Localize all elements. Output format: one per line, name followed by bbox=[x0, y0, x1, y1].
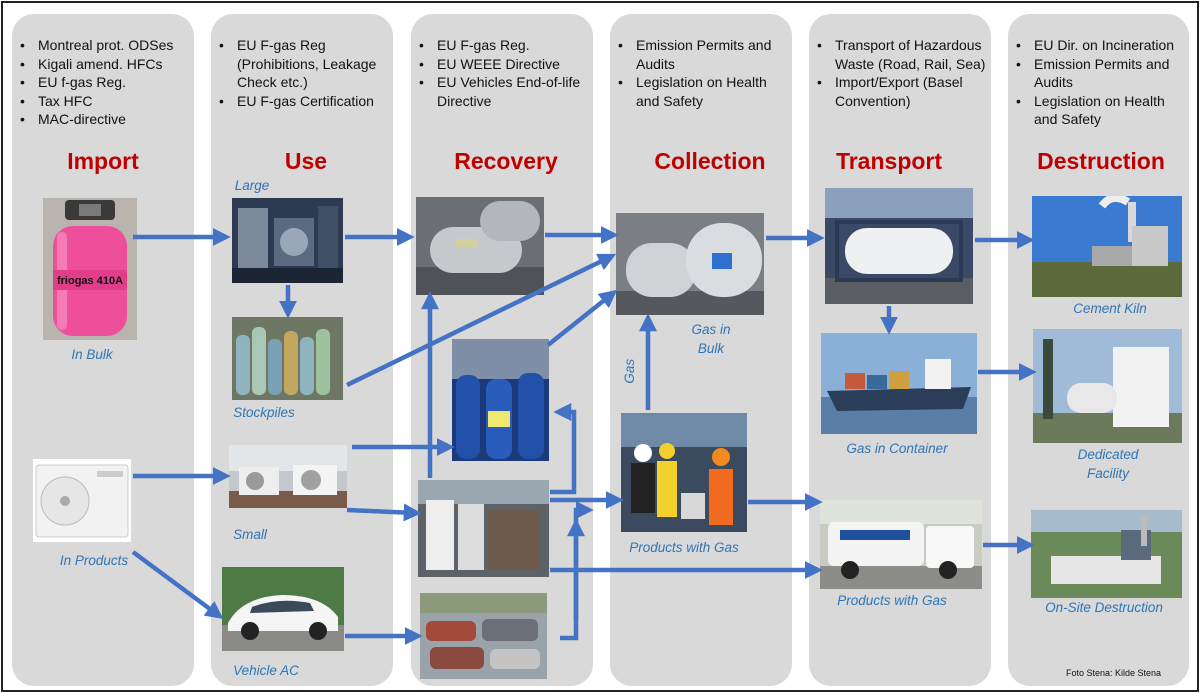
bullet: Legislation on Health and Safety bbox=[1008, 92, 1189, 129]
photo-large-plant bbox=[232, 198, 343, 283]
bullet: Legislation on Health and Safety bbox=[610, 73, 790, 110]
collection-regulations: Emission Permits and Audits Legislation … bbox=[610, 36, 790, 110]
bullet: EU F-gas Reg (Prohibitions, Leakage Chec… bbox=[211, 36, 389, 92]
can-label: friogas 410A bbox=[57, 275, 123, 287]
bullet: EU F-gas Reg. bbox=[411, 36, 591, 55]
bullet: EU F-gas Certification bbox=[211, 92, 389, 111]
bullet: Import/Export (Basel Convention) bbox=[809, 73, 991, 110]
bullet: MAC-directive bbox=[12, 110, 194, 129]
heading-transport: Transport bbox=[835, 148, 943, 174]
caption-in-bulk: In Bulk bbox=[71, 347, 113, 362]
use-regulations: EU F-gas Reg (Prohibitions, Leakage Chec… bbox=[211, 36, 389, 110]
transport-regulations: Transport of Hazardous Waste (Road, Rail… bbox=[809, 36, 991, 110]
caption-vehicle-ac: Vehicle AC bbox=[233, 663, 299, 678]
bullet: EU Dir. on Incineration bbox=[1008, 36, 1189, 55]
bullet: EU f-gas Reg. bbox=[12, 73, 194, 92]
photo-recovery-tanks bbox=[416, 197, 544, 295]
caption-in-products: In Products bbox=[59, 553, 129, 568]
photo-tank-container bbox=[825, 188, 973, 304]
caption-gas-vertical: Gas bbox=[621, 358, 637, 384]
caption-large: Large bbox=[234, 178, 270, 193]
caption-gas-in-bulk: Gas in Bulk bbox=[691, 322, 731, 356]
photo-refrigerant-can: friogas 410A bbox=[43, 198, 137, 340]
bullet: Tax HFC bbox=[12, 92, 194, 111]
photo-credit: Foto Stena: Kilde Stena bbox=[1066, 668, 1162, 678]
photo-cylinders bbox=[452, 339, 549, 461]
heading-recovery: Recovery bbox=[454, 148, 558, 174]
photo-small-ac bbox=[229, 445, 347, 508]
column-import: Montreal prot. ODSes Kigali amend. HFCs … bbox=[12, 14, 194, 686]
photo-workers bbox=[621, 413, 747, 532]
bullet: Kigali amend. HFCs bbox=[12, 55, 194, 74]
photo-indoor-ac bbox=[33, 459, 131, 542]
caption-stockpiles: Stockpiles bbox=[233, 405, 295, 420]
caption-products-with-gas-transport: Products with Gas bbox=[837, 593, 947, 608]
heading-collection: Collection bbox=[654, 148, 766, 174]
photo-truck bbox=[820, 500, 982, 589]
recovery-regulations: EU F-gas Reg. EU WEEE Directive EU Vehic… bbox=[411, 36, 591, 110]
photo-dedicated-facility bbox=[1033, 329, 1182, 443]
heading-use: Use bbox=[284, 148, 328, 174]
bullet: Emission Permits and Audits bbox=[610, 36, 790, 73]
caption-products-with-gas-collection: Products with Gas bbox=[629, 540, 739, 555]
caption-small: Small bbox=[233, 527, 267, 542]
heading-destruction: Destruction bbox=[1037, 148, 1165, 174]
column-collection: Emission Permits and Audits Legislation … bbox=[610, 14, 792, 686]
bullet: EU WEEE Directive bbox=[411, 55, 591, 74]
bullet: Emission Permits and Audits bbox=[1008, 55, 1189, 92]
heading-import: Import bbox=[67, 148, 139, 174]
caption-on-site-destruction: On-Site Destruction bbox=[1045, 600, 1163, 615]
bullet: EU Vehicles End-of-life Directive bbox=[411, 73, 591, 110]
caption-dedicated-facility: Dedicated Facility bbox=[1077, 447, 1139, 481]
destruction-regulations: EU Dir. on Incineration Emission Permits… bbox=[1008, 36, 1189, 129]
photo-appliances bbox=[418, 480, 549, 577]
photo-container-ship bbox=[821, 333, 977, 434]
photo-collection-tanks bbox=[616, 213, 764, 315]
bullet: Transport of Hazardous Waste (Road, Rail… bbox=[809, 36, 991, 73]
caption-cement-kiln: Cement Kiln bbox=[1073, 301, 1147, 316]
photo-onsite-plant bbox=[1031, 510, 1182, 598]
photo-cement-kiln bbox=[1032, 196, 1182, 297]
caption-gas-in-container: Gas in Container bbox=[846, 441, 948, 456]
photo-stockpiles bbox=[232, 317, 343, 400]
photo-vehicle bbox=[222, 567, 344, 651]
import-regulations: Montreal prot. ODSes Kigali amend. HFCs … bbox=[12, 36, 194, 129]
bullet: Montreal prot. ODSes bbox=[12, 36, 194, 55]
photo-scrap-cars bbox=[420, 593, 547, 679]
